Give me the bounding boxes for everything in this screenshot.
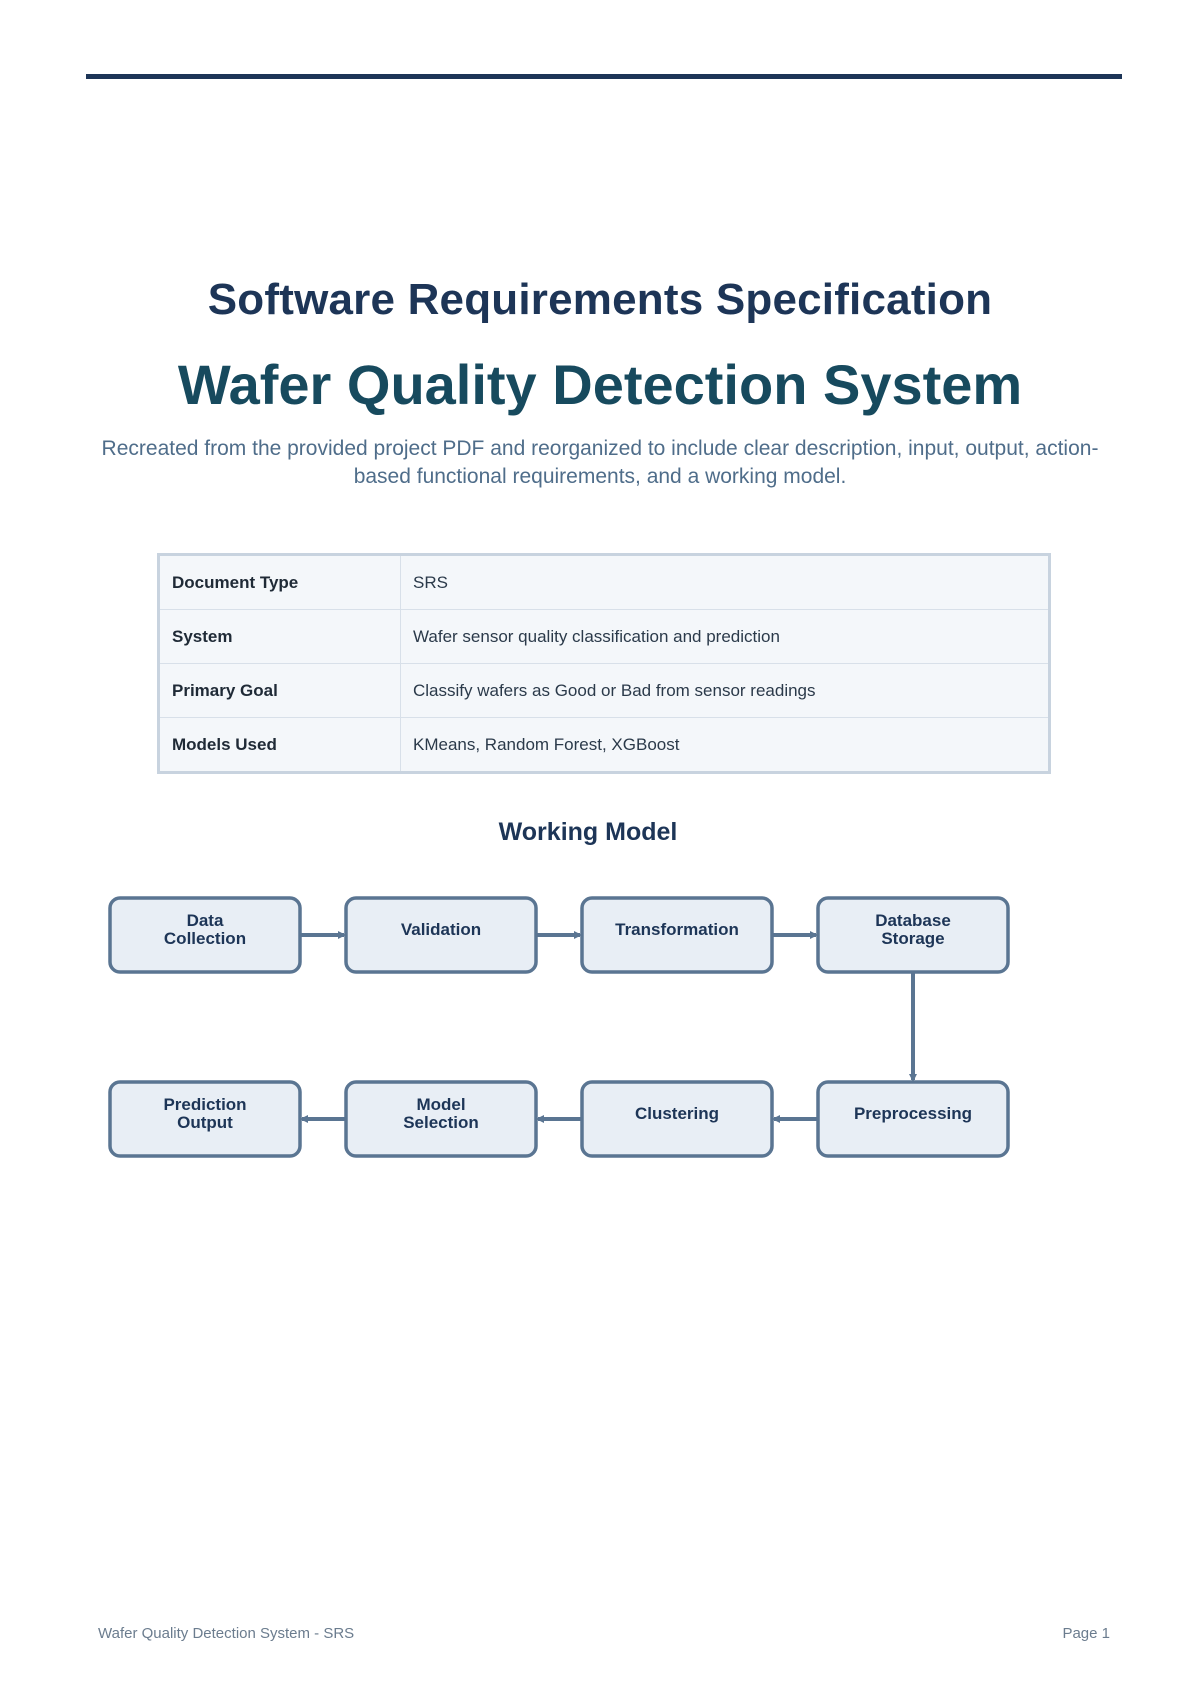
table-key: Models Used (158, 717, 401, 773)
flow-step-box: Preprocessing (816, 1080, 1010, 1158)
flow-step-box: Clustering (580, 1080, 774, 1158)
document-info-table: Document Type SRS System Wafer sensor qu… (157, 553, 1051, 774)
footer-document-name: Wafer Quality Detection System - SRS (98, 1625, 355, 1642)
flow-step-box: Validation (344, 896, 538, 974)
footer-page-number: Page 1 (1062, 1625, 1110, 1642)
table-value: Wafer sensor quality classification and … (400, 609, 1050, 664)
flow-step-label: Validation (401, 920, 481, 939)
document-kind-heading: Software Requirements Specification (207, 275, 993, 324)
flow-step-box: Transformation (580, 896, 774, 974)
flow-step-label: Transformation (615, 920, 739, 939)
table-row: Document Type SRS (158, 554, 1050, 610)
table-key: Primary Goal (158, 663, 401, 718)
table-row: System Wafer sensor quality classificati… (158, 609, 1050, 664)
flow-step-label: Selection (403, 1113, 479, 1132)
table-value: KMeans, Random Forest, XGBoost (413, 734, 680, 754)
top-rule (86, 74, 1122, 79)
flow-step-label: Model (416, 1095, 465, 1114)
flow-step-label: Database (875, 911, 951, 930)
flow-step-label: Collection (164, 929, 246, 948)
table-row: Models Used KMeans, Random Forest, XGBoo… (158, 717, 1050, 773)
table-row: Primary Goal Classify wafers as Good or … (158, 663, 1050, 718)
flow-step-label: Preprocessing (854, 1104, 972, 1123)
flow-step-label: Storage (881, 929, 944, 948)
table-key: System (158, 609, 401, 664)
document-title: Wafer Quality Detection System (177, 353, 1023, 416)
table-value: SRS (400, 554, 1050, 610)
table-key: Document Type (158, 554, 401, 610)
flow-step-label: Output (177, 1113, 233, 1132)
flow-step-label: Data (187, 911, 224, 930)
flow-step-label: Prediction (163, 1095, 246, 1114)
document-subtitle: Recreated from the provided project PDF … (101, 437, 1099, 488)
table-value: Classify wafers as Good or Bad from sens… (400, 663, 1050, 718)
flow-step-label: Clustering (635, 1104, 719, 1123)
working-model-heading: Working Model (498, 818, 678, 846)
